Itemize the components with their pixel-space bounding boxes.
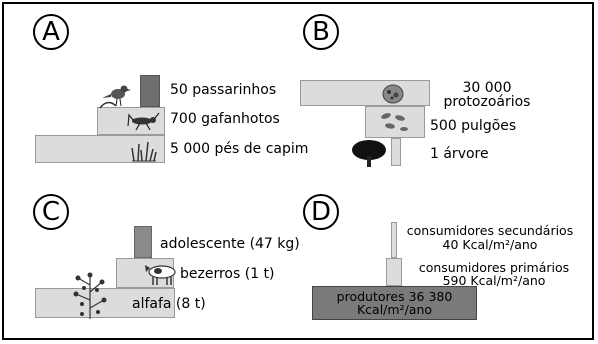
- pyramid-b-base-block: [391, 138, 401, 166]
- pyramid-d-middle-block: [386, 258, 402, 286]
- pyramid-a-top-block: [140, 75, 160, 107]
- pyramid-d-secondary-label-line2: 40 Kcal/m²/ano: [442, 237, 538, 252]
- pyramid-c-level-3-label: adolescente (47 kg): [160, 236, 300, 252]
- bird-icon: [99, 85, 131, 109]
- pyramid-b-level-2-label: 500 pulgões: [430, 118, 517, 134]
- pyramid-a-level-1-label: 5 000 pés de capim: [170, 141, 309, 157]
- grass-icon: [131, 141, 157, 162]
- panel-b-label: B: [303, 14, 339, 50]
- pyramid-d-producers-label-line1: produtores 36 380: [336, 289, 453, 304]
- pyramid-d-primary-label-line2: 590 Kcal/m²/ano: [442, 273, 546, 288]
- grasshopper-icon: [127, 112, 160, 131]
- aphids-icon: [381, 113, 408, 131]
- pyramid-b-top-block: [300, 80, 430, 106]
- pyramid-c-base-block: [35, 288, 175, 318]
- pyramid-b-level-3-label-line1: 30 000: [462, 80, 512, 96]
- pyramid-d-secondary-label-line1: consumidores secundários: [406, 223, 574, 238]
- pyramid-c-top-block: [134, 226, 152, 258]
- panel-c-label: C: [33, 194, 69, 230]
- pyramid-b-level-3-label-line2: protozoários: [443, 94, 531, 110]
- protozoa-icon: [382, 84, 404, 104]
- pyramid-a-level-2-label: 700 gafanhotos: [170, 111, 280, 127]
- pyramid-a-level-3-label: 50 passarinhos: [170, 82, 277, 98]
- panel-d-label: D: [303, 194, 339, 230]
- pyramid-b-middle-block: [365, 106, 425, 138]
- pyramid-a-base-block: [35, 135, 165, 163]
- alfalfa-plant-icon: [73, 272, 107, 319]
- panel-a-label: A: [33, 14, 69, 50]
- tree-icon: [352, 140, 386, 167]
- pyramid-b-level-1-label: 1 árvore: [430, 146, 489, 162]
- figure-frame: [2, 2, 594, 340]
- pyramid-d-primary-label-line1: consumidores primários: [418, 260, 570, 275]
- pyramid-d-base-block: [312, 286, 477, 320]
- pyramid-c-level-2-label: bezerros (1 t): [180, 266, 275, 282]
- pyramid-d-producers-label-line2: Kcal/m²/ano: [356, 302, 433, 317]
- calf-icon: [145, 265, 176, 285]
- pyramid-d-top-block: [391, 222, 397, 258]
- pyramid-c-level-1-label: alfafa (8 t): [132, 296, 206, 312]
